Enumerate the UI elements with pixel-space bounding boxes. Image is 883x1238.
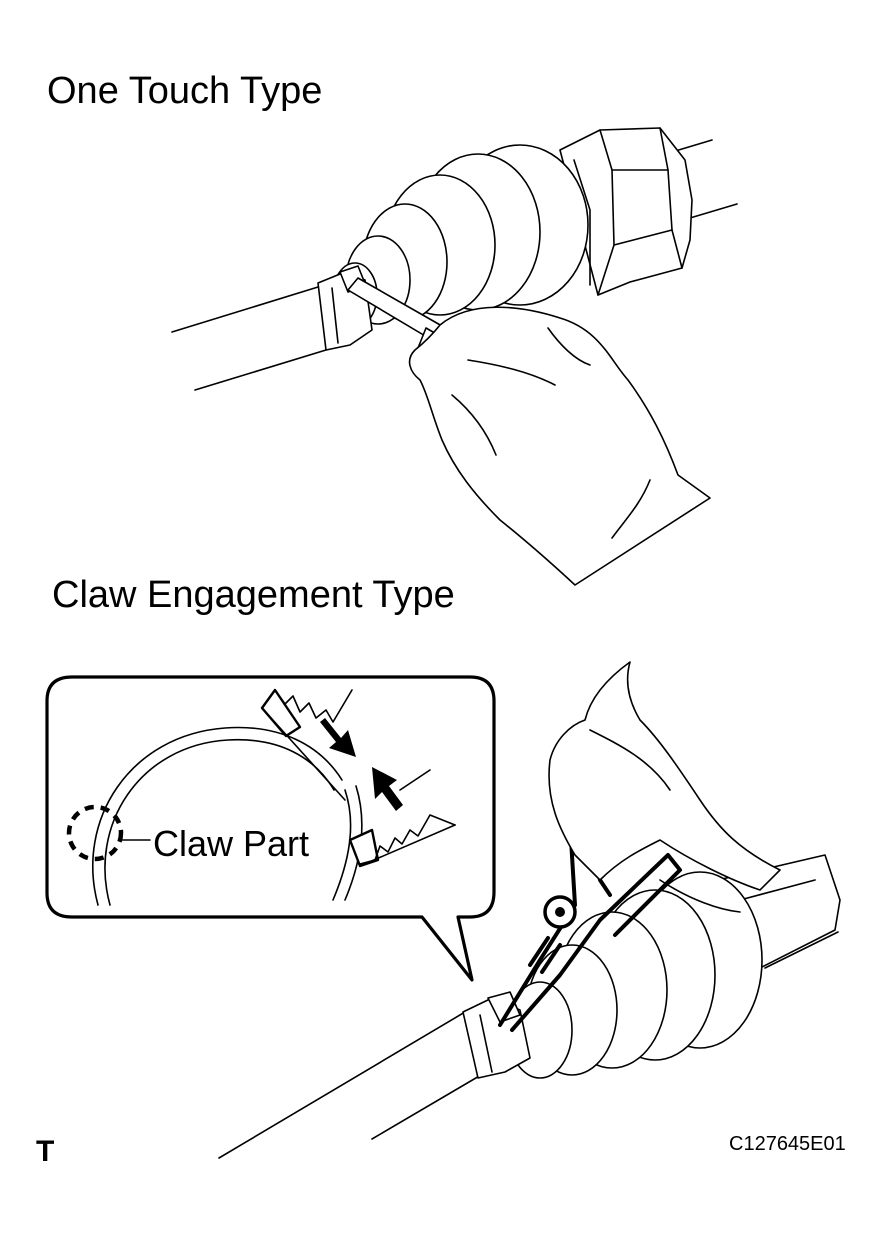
upper-boot-bellows [332,144,589,328]
claw-callout-bubble [45,675,496,982]
reference-code: C127645E01 [729,1133,846,1155]
arrow-up-left-icon [372,767,403,811]
lower-gloved-hand [548,661,781,913]
claw-part-label: Claw Part [153,823,310,864]
claw-part-marker [66,804,124,862]
lower-clamp-band [462,991,531,1079]
upper-clamp-band [317,265,373,351]
upper-gloved-hand [408,306,711,586]
clamp-band-detail [66,688,456,906]
claw-engagement-type-title: Claw Engagement Type [52,574,455,616]
lower-boot-bellows [507,871,763,1079]
upper-drive-shaft [171,139,738,391]
upper-joint-housing [559,127,693,296]
one-touch-illustration [171,127,738,586]
arrow-down-right-icon [320,718,356,757]
one-touch-type-title: One Touch Type [47,70,323,112]
corner-mark: T [36,1135,55,1168]
